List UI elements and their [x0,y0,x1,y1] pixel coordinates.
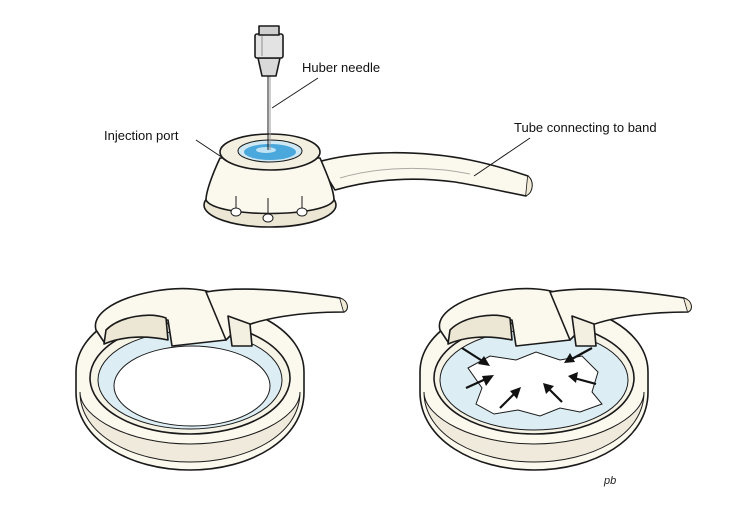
port-suture-hole-right [296,207,308,217]
huber-needle [254,25,284,150]
injection-port-label: Injection port [104,128,179,143]
artist-signature: pb [603,475,616,487]
arrow-upper-right [564,347,593,363]
arrow-lower-right [543,383,563,403]
tube-label: Tube connecting to band [514,120,657,135]
arrow-left [465,375,494,390]
port-suture-hole-center [262,213,274,223]
band-inflated [419,287,692,471]
tube-leader [473,137,531,177]
connecting-tube [317,151,529,197]
band-deflated-lumen [113,345,271,427]
constriction-arrows [461,347,597,409]
port-suture-hole-left [230,207,242,217]
huber-needle-label: Huber needle [302,60,380,75]
band-inflated-lumen [467,351,603,417]
injection-port-leader [195,139,227,161]
injection-port-assembly [203,25,533,228]
arrow-lower-left [499,387,521,409]
huber-needle-leader [271,77,319,109]
band-deflated [75,287,348,471]
arrow-upper-left [461,347,490,366]
arrow-right [568,372,597,386]
